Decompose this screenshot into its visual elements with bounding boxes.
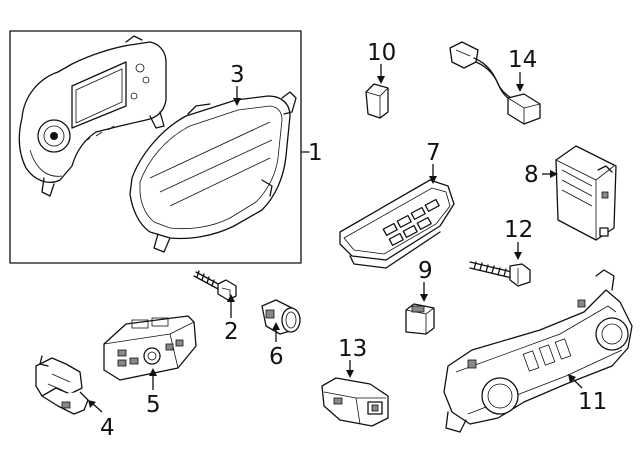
callout-label-1: 1: [308, 140, 323, 166]
callout-9: 9: [418, 258, 433, 302]
callout-label-9: 9: [418, 258, 433, 284]
bolt-part-12-drawing: [469, 261, 531, 287]
callout-label-2: 2: [224, 319, 239, 345]
bracket-part-4-drawing: [35, 355, 89, 415]
callout-4: 4: [88, 400, 115, 441]
callout-5: 5: [146, 368, 161, 418]
callout-13: 13: [338, 336, 367, 378]
callout-12: 12: [504, 217, 533, 260]
callout-7: 7: [426, 140, 441, 184]
switch-module-part-5-drawing: [103, 315, 197, 381]
callout-label-5: 5: [146, 392, 161, 418]
button-part-6-drawing: [261, 299, 301, 335]
callout-label-8: 8: [524, 162, 539, 188]
button-part-10-drawing: [365, 83, 389, 119]
callout-6: 6: [269, 322, 284, 370]
instrument-cluster-rear-drawing: [18, 35, 167, 197]
callout-3: 3: [230, 62, 245, 106]
callout-1: 1: [308, 140, 323, 166]
sensor-part-14-drawing: [449, 41, 541, 125]
callout-label-7: 7: [426, 140, 441, 166]
callout-11: 11: [568, 374, 607, 415]
cluster-front-housing-drawing: [129, 91, 297, 253]
callout-label-3: 3: [230, 62, 245, 88]
callout-8: 8: [524, 162, 558, 188]
callout-label-12: 12: [504, 217, 533, 243]
screw-part-2-drawing: [193, 270, 237, 301]
callout-label-14: 14: [508, 47, 537, 73]
callout-14: 14: [508, 47, 537, 92]
callout-label-10: 10: [367, 40, 396, 66]
switch-part-13-drawing: [321, 377, 389, 427]
instrument-cluster-group-box: [9, 30, 310, 264]
callout-label-4: 4: [100, 415, 115, 441]
climate-panel-part-11-drawing: [443, 269, 633, 433]
callout-10: 10: [367, 40, 396, 84]
callout-label-13: 13: [338, 336, 367, 362]
module-part-8-drawing: [555, 145, 617, 241]
button-part-9-drawing: [405, 303, 435, 335]
callout-label-6: 6: [269, 344, 284, 370]
callout-label-11: 11: [578, 389, 607, 415]
callout-2: 2: [224, 294, 239, 345]
switch-bank-part-7-drawing: [339, 179, 455, 269]
